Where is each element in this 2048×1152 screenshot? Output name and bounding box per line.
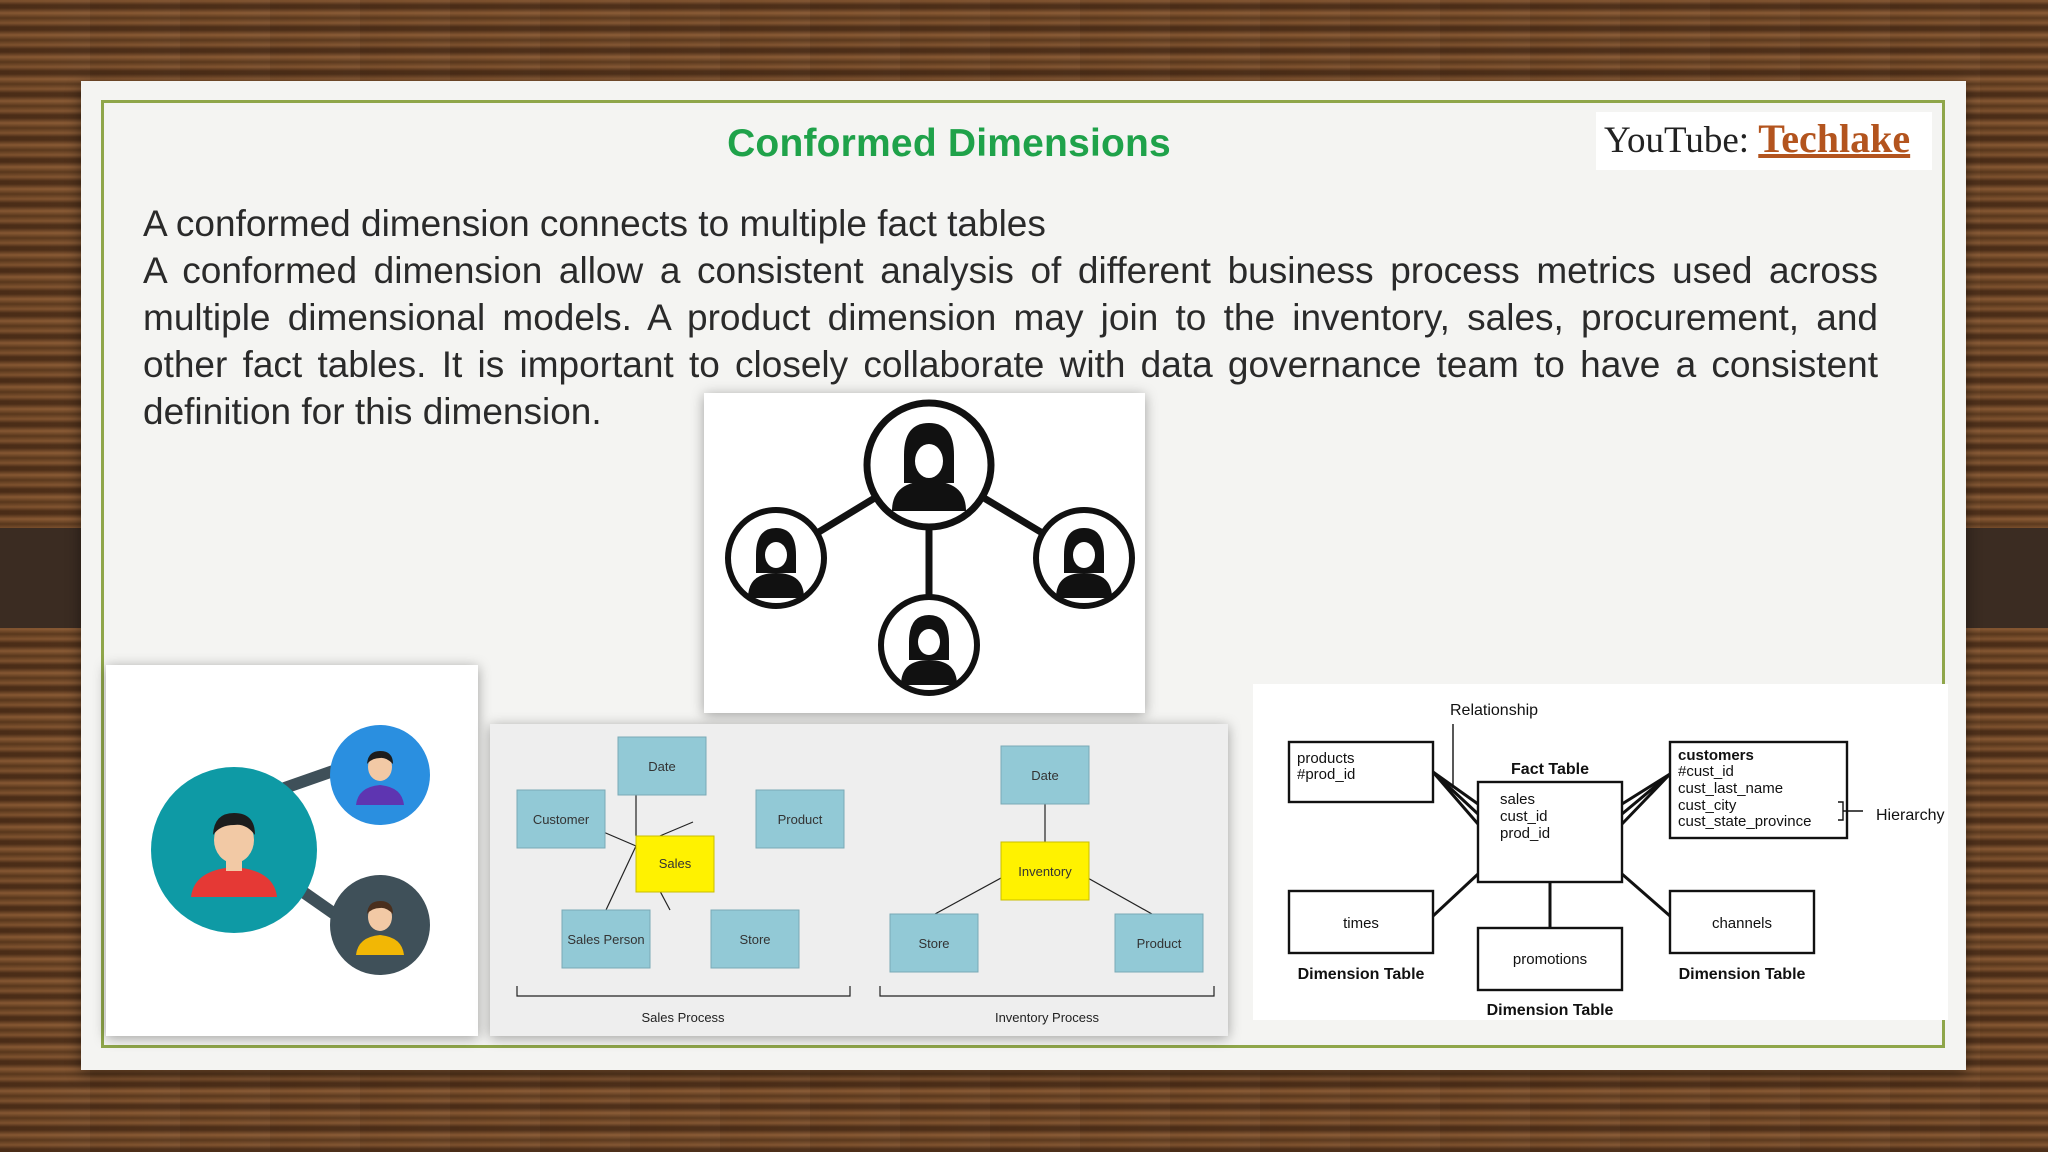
intro-paragraph: A conformed dimension allow a consistent… bbox=[143, 250, 1878, 432]
fact-field-cust-id: cust_id bbox=[1500, 808, 1548, 825]
customers-field-state: cust_state_province bbox=[1678, 813, 1811, 830]
inventory-process-caption: Inventory Process bbox=[995, 1010, 1100, 1025]
process-diagram: Date Customer Product Sales Sales Person… bbox=[490, 724, 1228, 1036]
promotions-title: promotions bbox=[1513, 951, 1587, 968]
customers-field-last-name: cust_last_name bbox=[1678, 780, 1783, 797]
sales-node-store bbox=[710, 909, 800, 969]
sales-node-product bbox=[755, 789, 845, 849]
fact-field-sales: sales bbox=[1500, 791, 1535, 808]
intro-text: A conformed dimension connects to multip… bbox=[143, 200, 1878, 435]
sales-fact-label: Sales bbox=[659, 856, 692, 871]
inventory-fact-label: Inventory bbox=[1018, 864, 1072, 879]
sales-node-date-label: Date bbox=[648, 759, 675, 774]
slide-frame bbox=[101, 100, 1945, 1048]
fact-field-prod-id: prod_id bbox=[1500, 825, 1550, 842]
user-network-icon bbox=[725, 399, 1135, 696]
sales-node-customer-label: Customer bbox=[533, 812, 590, 827]
sales-node-product-label: Product bbox=[778, 812, 823, 827]
customers-field-city: cust_city bbox=[1678, 797, 1737, 814]
star-schema-diagram: Relationship Hierarchy Fact Table sales … bbox=[1253, 684, 1948, 1020]
person-bottom bbox=[878, 594, 980, 696]
inventory-fact-node bbox=[1000, 841, 1090, 901]
inventory-node-store-label: Store bbox=[918, 936, 949, 951]
sales-node-date bbox=[617, 736, 707, 796]
inventory-node-date-label: Date bbox=[1031, 768, 1058, 783]
avatar-blue bbox=[356, 751, 404, 805]
promotions-box bbox=[1476, 926, 1624, 992]
inventory-node-product bbox=[1114, 913, 1204, 973]
channels-title: channels bbox=[1712, 915, 1772, 932]
sales-node-customer bbox=[516, 789, 606, 849]
products-key: #prod_id bbox=[1297, 766, 1355, 783]
person-top bbox=[863, 399, 995, 531]
person-left bbox=[725, 507, 827, 609]
youtube-badge[interactable]: YouTube: Techlake bbox=[1596, 112, 1932, 170]
relationship-label: Relationship bbox=[1450, 702, 1538, 719]
products-box bbox=[1287, 740, 1435, 804]
sales-node-salesperson bbox=[561, 909, 651, 969]
youtube-label: YouTube: bbox=[1604, 120, 1750, 161]
hierarchy-label: Hierarchy bbox=[1876, 807, 1944, 824]
sales-process-caption: Sales Process bbox=[641, 1010, 725, 1025]
people-network-image bbox=[704, 393, 1145, 713]
fact-table-box bbox=[1476, 780, 1624, 884]
times-title: times bbox=[1343, 915, 1379, 932]
customers-title: customers bbox=[1678, 747, 1754, 764]
slide-title: Conformed Dimensions bbox=[727, 122, 1171, 165]
fact-table-title: Fact Table bbox=[1511, 761, 1589, 778]
promotions-dimension-label: Dimension Table bbox=[1487, 1002, 1614, 1019]
youtube-channel-link[interactable]: Techlake bbox=[1758, 116, 1911, 161]
sales-node-store-label: Store bbox=[739, 932, 770, 947]
sales-fact-node bbox=[635, 835, 715, 893]
channels-dimension-label: Dimension Table bbox=[1679, 966, 1806, 983]
customers-key: #cust_id bbox=[1678, 763, 1734, 780]
sales-diagram: Date Customer Product Sales Sales Person… bbox=[516, 736, 851, 1025]
people-connection-icon bbox=[151, 725, 430, 975]
products-title: products bbox=[1297, 750, 1355, 767]
avatar-dark bbox=[356, 901, 404, 955]
sales-node-salesperson-label: Sales Person bbox=[567, 932, 644, 947]
inventory-node-date bbox=[1000, 745, 1090, 805]
avatar-main bbox=[191, 813, 277, 897]
times-box bbox=[1287, 889, 1435, 955]
people-connection-image bbox=[106, 665, 478, 1036]
channels-box bbox=[1668, 889, 1816, 955]
times-dimension-label: Dimension Table bbox=[1298, 966, 1425, 983]
person-right bbox=[1033, 507, 1135, 609]
customers-box bbox=[1668, 740, 1849, 840]
inventory-node-product-label: Product bbox=[1137, 936, 1182, 951]
inventory-node-store bbox=[889, 913, 979, 973]
inventory-diagram: Date Inventory Store Product Inventory P… bbox=[879, 745, 1215, 1025]
intro-line-1: A conformed dimension connects to multip… bbox=[143, 203, 1046, 244]
